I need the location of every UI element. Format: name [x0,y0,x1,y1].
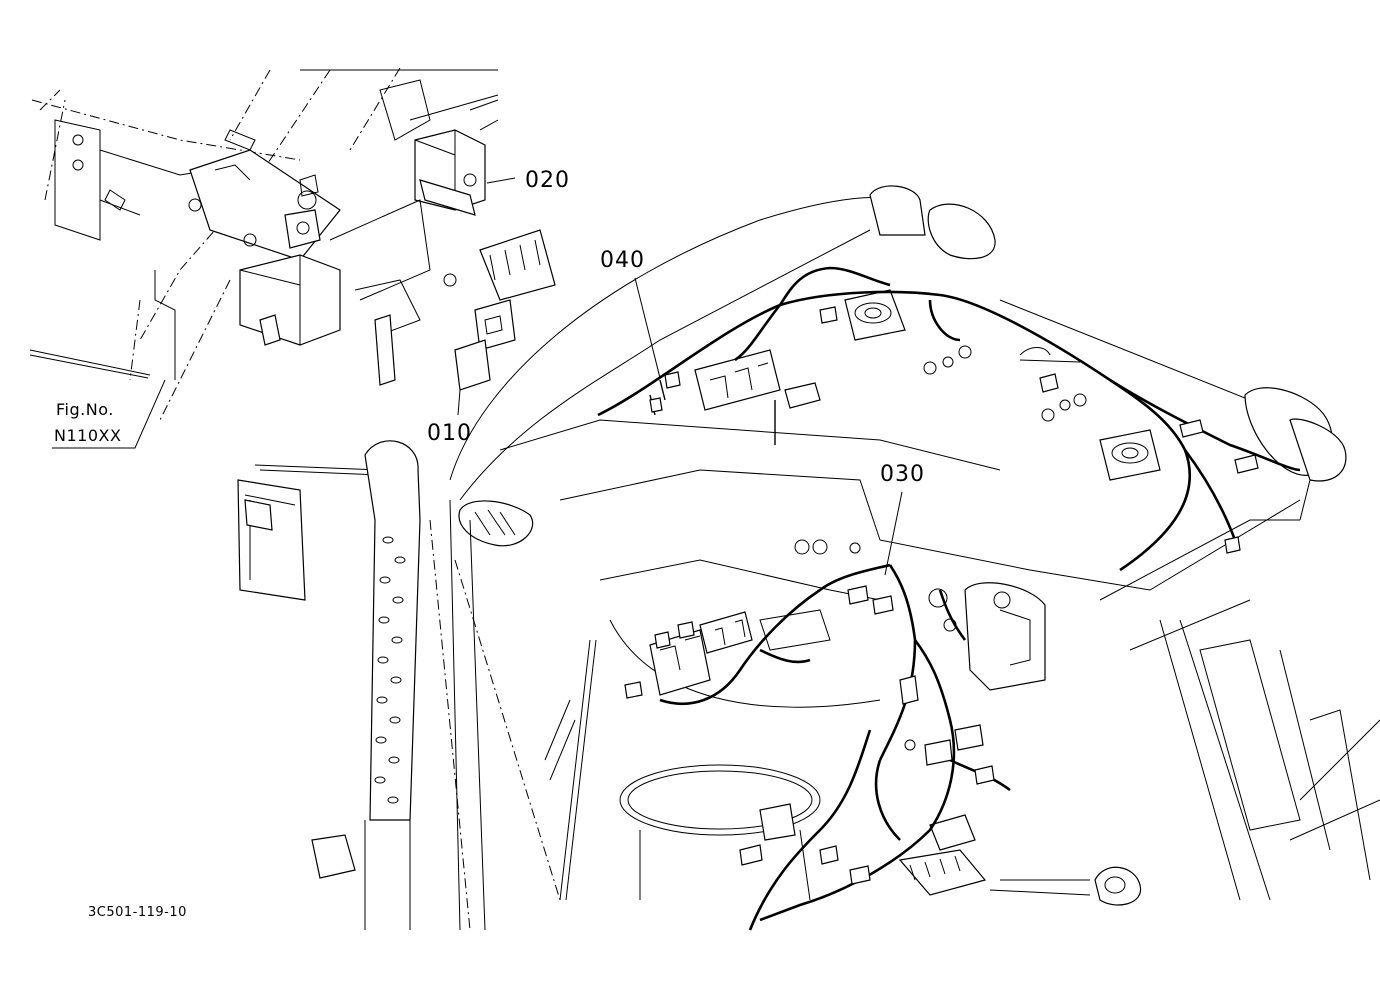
callout-030: 030 [880,462,925,487]
bracket-assembly-inset [29,67,556,421]
leader-lines [52,177,903,576]
dash-harness-030 [624,539,1011,931]
callout-040: 040 [600,248,645,273]
mirror-and-exhaust [237,440,471,931]
callout-020: 020 [525,168,570,193]
cab-body [449,185,1380,931]
figure-ref-number: N110XX [54,426,122,445]
drawing-code: 3C501-119-10 [88,905,187,920]
callout-010: 010 [427,421,472,446]
roof-harness-040 [597,266,1301,572]
figure-ref-label: Fig.No. [56,400,114,419]
